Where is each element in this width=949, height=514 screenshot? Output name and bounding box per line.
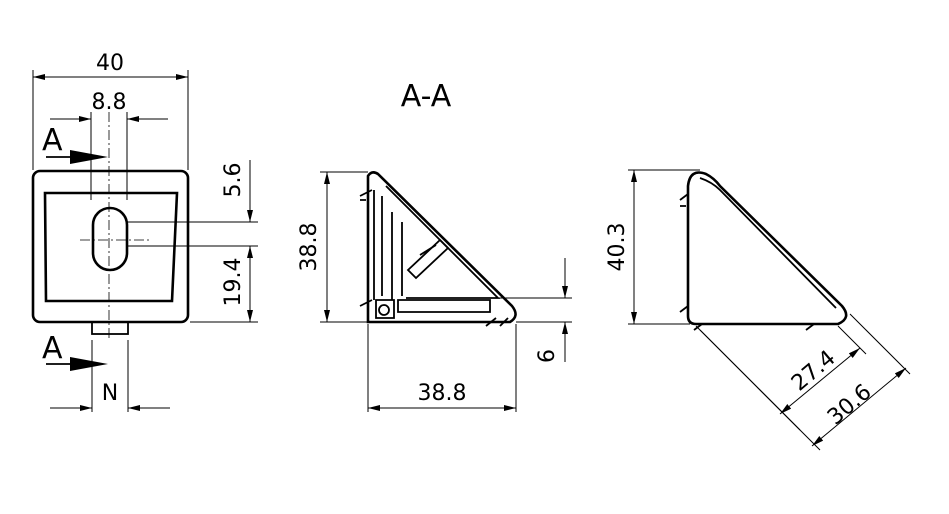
front-width-dim: 40 bbox=[96, 51, 124, 76]
front-inner-face bbox=[43, 191, 179, 303]
slot-offset-top-dim: 5.6 bbox=[221, 163, 246, 198]
outer-diagonal-dim: 30.6 bbox=[823, 380, 877, 431]
section-arrow-bottom bbox=[70, 357, 108, 371]
section-height-dim: 38.8 bbox=[297, 223, 322, 272]
nut-label: N bbox=[102, 381, 118, 406]
section-arrow-top bbox=[70, 150, 108, 164]
section-outer-profile bbox=[366, 171, 517, 324]
section-base-dim: 38.8 bbox=[418, 381, 467, 406]
inner-diagonal-dim: 27.4 bbox=[787, 346, 841, 397]
front-view: 40 8.8 A 5.6 19.4 A bbox=[31, 51, 258, 412]
side-outer-profile bbox=[686, 171, 848, 326]
section-mark-top: A bbox=[42, 123, 63, 158]
side-height-dim: 40.3 bbox=[605, 223, 630, 272]
section-title: A-A bbox=[401, 79, 452, 114]
slot-width-dim: 8.8 bbox=[92, 90, 127, 115]
side-view: 40.3 27.4 30.6 bbox=[605, 169, 911, 451]
slot-oval bbox=[91, 206, 129, 272]
section-view: 38.8 38.8 6 bbox=[297, 171, 572, 412]
section-mark-bottom: A bbox=[42, 331, 63, 366]
slot-offset-bottom-dim: 19.4 bbox=[221, 258, 246, 307]
nut-block bbox=[91, 321, 129, 335]
lip-thickness-dim: 6 bbox=[535, 349, 560, 363]
